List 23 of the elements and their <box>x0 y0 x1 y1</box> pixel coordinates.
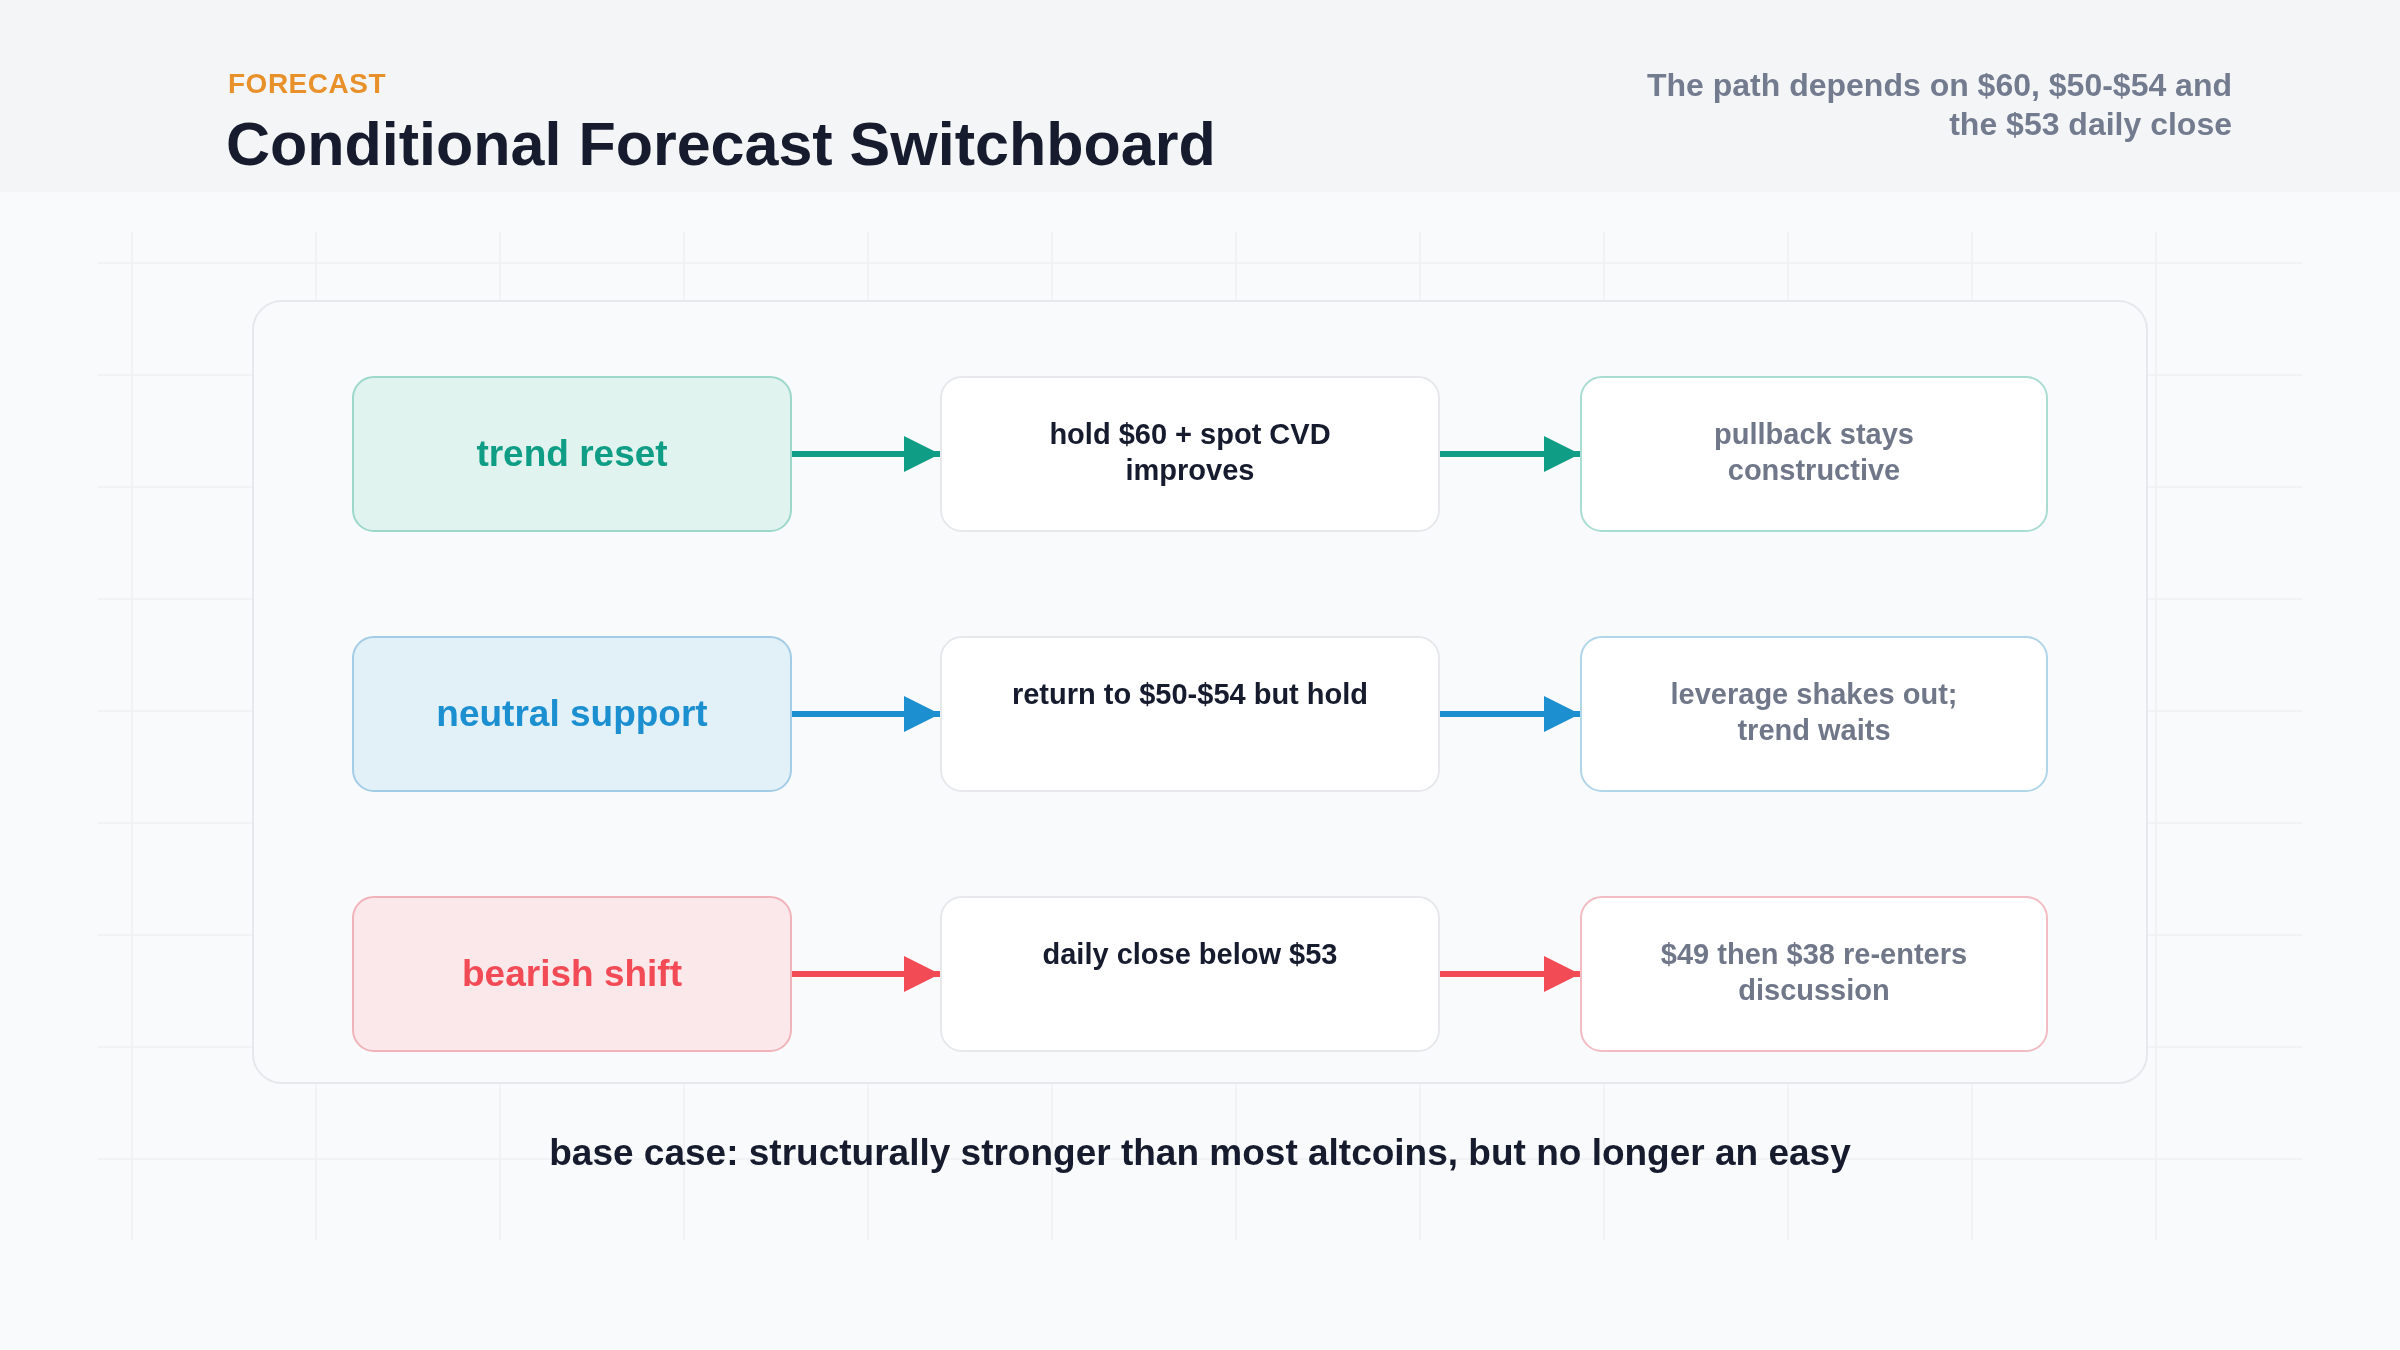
outcome-text: leverage shakes out; trend waits <box>1669 677 1959 748</box>
condition-box <box>940 636 1440 792</box>
container-panel <box>252 300 2148 1084</box>
condition-text: return to $50-$54 but hold <box>1011 677 1369 712</box>
outcome-box <box>1580 376 2048 532</box>
condition-text: hold $60 + spot CVD improves <box>1048 417 1332 488</box>
outcome-text: $49 then $38 re-enters discussion <box>1659 937 1969 1008</box>
subtitle-note: The path depends on $60, $50-$54 and the $53 daily close <box>1645 66 2232 144</box>
condition-box <box>940 896 1440 1052</box>
scenario-box <box>352 896 792 1052</box>
page-title: Conditional Forecast Switchboard <box>226 109 1216 180</box>
scenario-label: neutral support <box>436 696 708 732</box>
scenario-label: trend reset <box>476 436 668 472</box>
condition-text: daily close below $53 <box>1042 937 1338 972</box>
scenario-box <box>352 376 792 532</box>
scenario-box <box>352 636 792 792</box>
outcome-text: pullback stays constructive <box>1713 417 1915 488</box>
outcome-box <box>1580 636 2048 792</box>
section-kicker: FORECAST <box>228 68 386 100</box>
caption-text: base case: structurally stronger than most altcoins, but no longer an easy <box>549 1131 1851 1175</box>
scenario-label: bearish shift <box>462 956 682 992</box>
outcome-box <box>1580 896 2048 1052</box>
condition-box <box>940 376 1440 532</box>
